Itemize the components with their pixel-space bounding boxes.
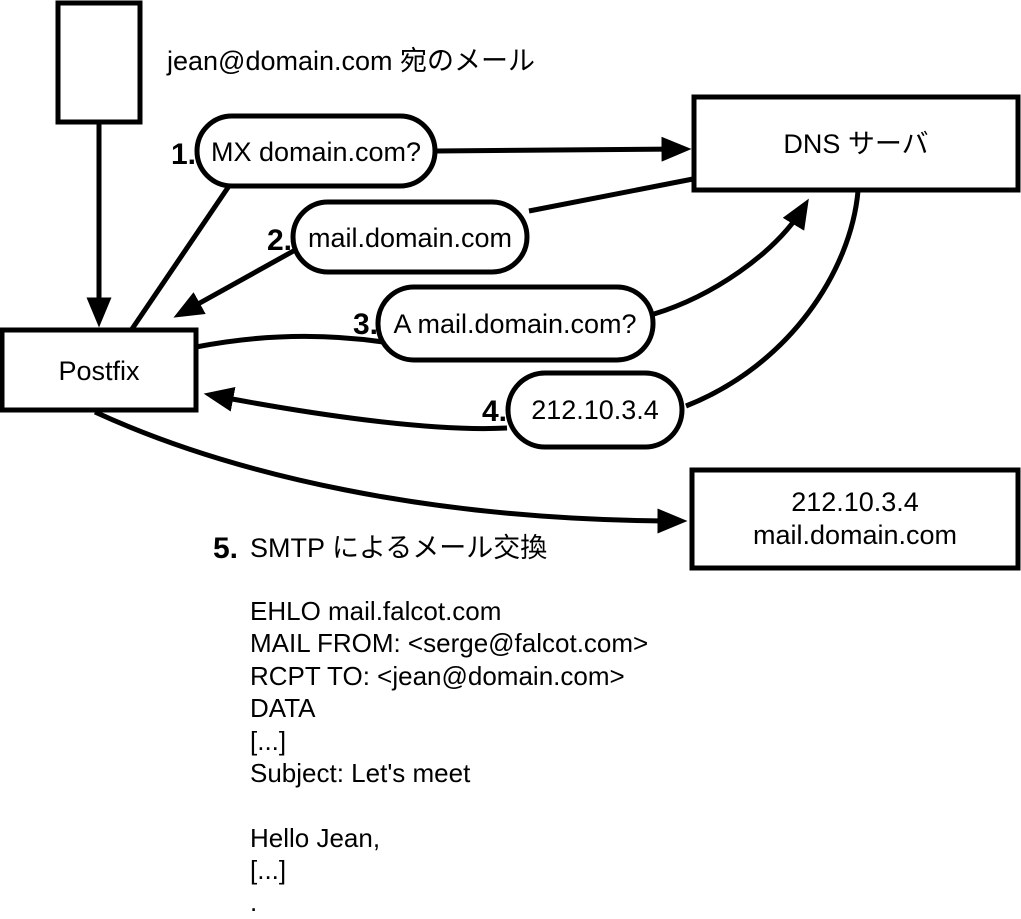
- step3-label: A mail.domain.com?: [393, 309, 636, 339]
- step3-number: 3.: [353, 308, 378, 341]
- connector-postfix-to-step3: [195, 333, 391, 350]
- incoming-mail-note: jean@domain.com 宛のメール: [166, 46, 535, 76]
- smtp-line: EHLO mail.falcot.com: [250, 596, 501, 626]
- connector-postfix-to-step1: [129, 184, 232, 331]
- step4-number: 4.: [482, 395, 507, 428]
- dns-server-box: [691, 94, 1021, 193]
- step3-bubble: [375, 284, 656, 363]
- smtp-line: RCPT TO: <jean@domain.com>: [250, 661, 625, 691]
- smtp-line: .: [250, 887, 257, 917]
- arrow-step4-to-postfix: [203, 386, 508, 432]
- arrow-step1-to-dns: [435, 136, 692, 162]
- mail-server-hostname: mail.domain.com: [753, 520, 957, 550]
- step4-bubble: [505, 370, 685, 450]
- step1-bubble: [194, 113, 438, 189]
- sender-message-box: [55, 0, 143, 125]
- arrow-step2-to-postfix: [173, 246, 299, 318]
- mail-server-ip: 212.10.3.4: [791, 487, 919, 517]
- step2-number: 2.: [267, 224, 292, 257]
- smtp-line: MAIL FROM: <serge@falcot.com>: [250, 628, 648, 658]
- step2-label: mail.domain.com: [308, 223, 512, 253]
- mail-server-box: [689, 467, 1021, 571]
- postfix-box: [0, 327, 199, 413]
- step1-label: MX domain.com?: [211, 137, 421, 167]
- step2-bubble: [290, 199, 530, 275]
- postfix-label: Postfix: [58, 356, 140, 386]
- smtp-line: Hello Jean,: [250, 823, 380, 853]
- dns-server-label: DNS サーバ: [783, 129, 928, 159]
- smtp-session-transcript: EHLO mail.falcot.com MAIL FROM: <serge@f…: [250, 596, 648, 917]
- step5-number: 5.: [213, 532, 238, 565]
- arrow-step3-to-dns: [653, 198, 809, 317]
- step4-label: 212.10.3.4: [531, 395, 659, 425]
- arrow-postfix-to-mail-server: [93, 409, 688, 534]
- step1-number: 1.: [171, 138, 196, 171]
- smtp-line: [...]: [250, 726, 286, 756]
- smtp-line: [...]: [250, 855, 286, 885]
- connector-dns-to-step4: [685, 190, 861, 409]
- smtp-line: Subject: Let's meet: [250, 758, 471, 788]
- connector-dns-to-step2: [528, 176, 694, 214]
- smtp-line: DATA: [250, 693, 316, 723]
- step5-label: SMTP によるメール交換: [250, 533, 547, 563]
